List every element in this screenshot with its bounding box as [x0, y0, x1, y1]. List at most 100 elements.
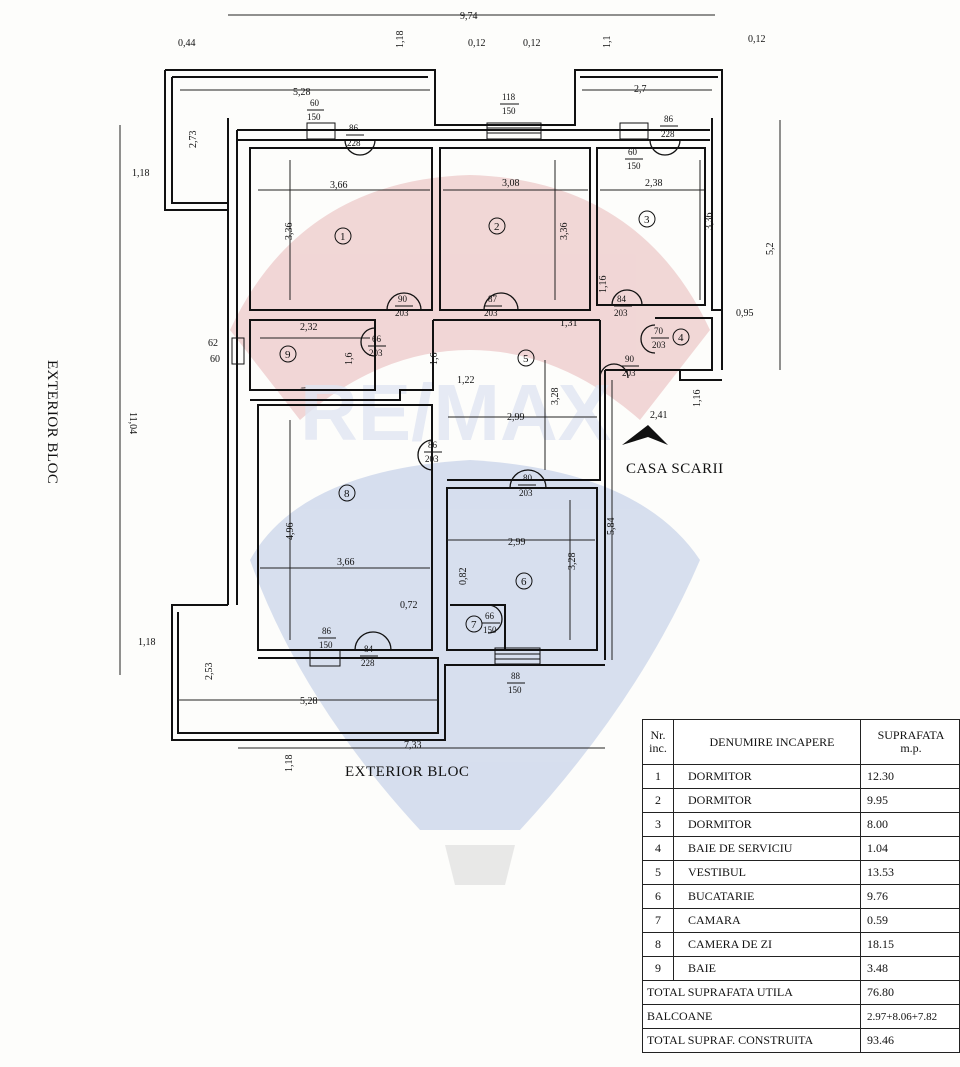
svg-text:1: 1 — [340, 231, 346, 243]
dim-r-0-82: 0,82 — [458, 568, 469, 586]
svg-text:203: 203 — [484, 308, 498, 318]
svg-text:203: 203 — [425, 454, 439, 464]
svg-text:RE/MAX: RE/MAX — [300, 368, 611, 457]
cell-name: CAMARA — [673, 908, 861, 933]
cell-name: DORMITOR — [673, 788, 861, 813]
dim-stair-w: 2,41 — [650, 410, 668, 421]
dim-room9-w: 2,32 — [300, 322, 318, 333]
svg-text:66: 66 — [372, 334, 382, 344]
cell-nr: 1 — [642, 764, 674, 789]
room-marker-1: 1 — [334, 227, 352, 245]
dim-bottom-total: 7,33 — [404, 740, 422, 751]
svg-text:8: 8 — [344, 488, 350, 500]
cell-area: 12.30 — [860, 764, 960, 789]
header-area: SUPRAFATA m.p. — [860, 719, 960, 765]
dim-top-c: 0,12 — [523, 38, 541, 49]
dim-hall-1-6: 1,6 — [429, 353, 440, 366]
cell-area: 3.48 — [860, 956, 960, 981]
svg-text:84: 84 — [617, 294, 627, 304]
room-marker-5: 5 — [517, 349, 535, 367]
dim-room2-h: 3,36 — [559, 223, 570, 241]
balconies-label: BALCOANE — [642, 1004, 861, 1029]
cell-area: 1.04 — [860, 836, 960, 861]
dim-room8-h: 4,96 — [285, 523, 296, 541]
dim-bottom-1-18: 1,18 — [284, 755, 295, 773]
stairwell-label: CASA SCARII — [626, 461, 724, 477]
dim-room6-h: 3,28 — [567, 553, 578, 571]
svg-text:7: 7 — [471, 619, 477, 631]
dimension-texts: 9,74 0,44 1,18 0,12 0,12 1,1 0,12 5,28 2… — [127, 11, 776, 772]
room-markers: 1 2 3 4 5 6 7 8 9 — [279, 210, 690, 633]
dim-room3-w: 2,38 — [645, 178, 663, 189]
dim-hall-h: 3,28 — [550, 388, 561, 406]
header-nr: Nr. inc. — [642, 719, 674, 765]
balconies-value: 2.97+8.06+7.82 — [860, 1004, 960, 1029]
room-marker-7: 7 — [465, 615, 483, 633]
svg-text:80: 80 — [523, 473, 533, 483]
room-marker-2: 2 — [488, 217, 506, 235]
cell-area: 8.00 — [860, 812, 960, 837]
svg-text:203: 203 — [519, 488, 533, 498]
dim-room8-w: 3,66 — [337, 557, 355, 568]
svg-text:203: 203 — [395, 308, 409, 318]
total-built-label: TOTAL SUPRAF. CONSTRUITA — [642, 1028, 861, 1053]
dim-right-5-2: 5,2 — [765, 243, 776, 256]
svg-text:228: 228 — [661, 129, 675, 139]
total-built-value: 93.46 — [860, 1028, 960, 1053]
dim-s62: 62 — [208, 338, 218, 349]
svg-text:84: 84 — [364, 644, 374, 654]
svg-text:87: 87 — [488, 294, 498, 304]
svg-text:60: 60 — [310, 98, 320, 108]
dim-room9-h: 1,6 — [344, 353, 355, 366]
svg-text:150: 150 — [319, 640, 333, 650]
svg-text:228: 228 — [361, 658, 375, 668]
cell-area: 9.76 — [860, 884, 960, 909]
svg-text:6: 6 — [521, 576, 527, 588]
svg-text:150: 150 — [627, 161, 641, 171]
cell-nr: 3 — [642, 812, 674, 837]
svg-text:203: 203 — [614, 308, 628, 318]
dim-balcony-top-depth: 2,73 — [188, 131, 199, 149]
dim-total-height: 11,04 — [127, 412, 138, 434]
dim-room1-w: 3,66 — [330, 180, 348, 191]
dim-balcony-bottom-width: 5,28 — [300, 696, 318, 707]
dimension-lines — [119, 14, 781, 749]
svg-text:86: 86 — [428, 440, 438, 450]
cell-name: BUCATARIE — [673, 884, 861, 909]
dim-room6-w: 2,99 — [508, 537, 526, 548]
exterior-bottom-label: EXTERIOR BLOC — [345, 764, 470, 780]
dim-left-1-18-b: 1,18 — [138, 637, 156, 648]
svg-text:4: 4 — [678, 332, 684, 344]
dim-r-1-16-a: 1,16 — [598, 276, 609, 294]
svg-text:2: 2 — [494, 221, 500, 233]
room-marker-9: 9 — [279, 345, 297, 363]
svg-text:203: 203 — [652, 340, 666, 350]
cell-nr: 4 — [642, 836, 674, 861]
dim-room2-w: 3,08 — [502, 178, 520, 189]
room-marker-6: 6 — [515, 572, 533, 590]
dim-kitchen-full-h: 5,84 — [606, 518, 617, 536]
stair-arrow-icon — [622, 425, 668, 445]
door-arcs — [344, 139, 681, 651]
dim-s60: 60 — [210, 354, 220, 365]
exterior-left-label: EXTERIOR BLOC — [44, 360, 60, 485]
